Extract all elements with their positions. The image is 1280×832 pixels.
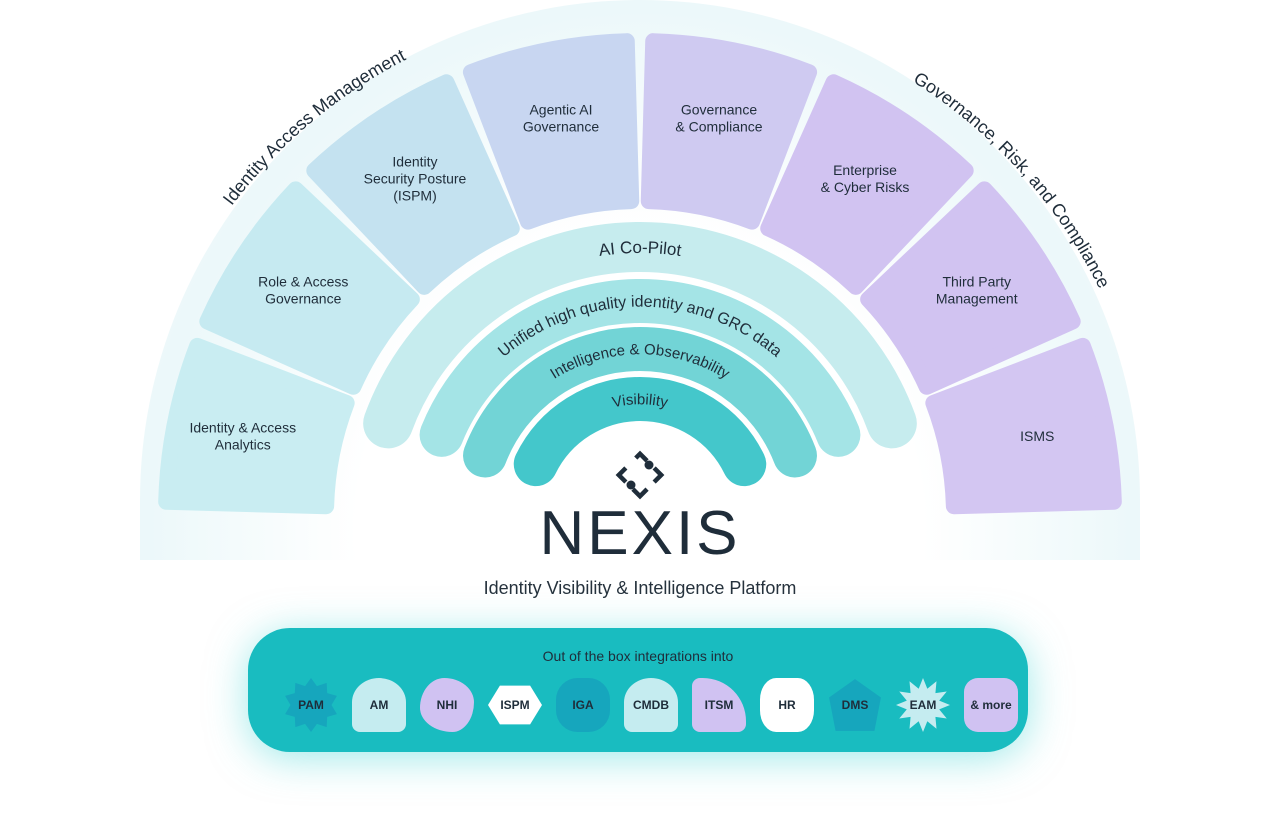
integration-label: ISPM [500,698,530,712]
band-shape [463,327,817,478]
tile-shape [925,337,1122,515]
tile-label: ISMS [1020,428,1054,444]
tile-label: Role & Access [258,273,348,289]
tile-label: Management [936,290,1018,306]
integration-iga: IGA [556,678,610,732]
tile-shape [306,74,520,295]
integration-dms: DMS [829,679,881,731]
nexis-logo-icon [615,450,665,500]
tile-label: Analytics [215,436,271,452]
band-label: AI Co-Pilot [598,238,683,260]
integration-label: IGA [572,698,594,712]
integrations-panel: Out of the box integrations into PAM AM NH… [248,628,1028,752]
integration-hr: HR [760,678,814,732]
integration-ispm: ISPM [488,685,542,725]
platform-layer-band: Visibility [513,377,767,487]
tile-shape [199,181,420,395]
integration-cmdb: CMDB [624,678,678,732]
integration-am: AM [352,678,406,732]
capability-tile: ISMS [925,337,1122,515]
integration-itsm: ITSM [692,678,746,732]
integration-label: DMS [841,698,869,712]
integration-label: AM [369,698,389,712]
tile-shape [860,181,1081,395]
integration-more: & more [964,678,1018,732]
platform-layer-band: Intelligence & Observability [463,327,817,478]
tile-label: Identity & Access [189,419,296,435]
tile-shape [462,33,640,230]
tile-label: & Cyber Risks [821,179,910,195]
tile-shape [760,74,974,295]
band-shape [363,222,917,449]
tile-label: Governance [681,101,757,117]
brand-name: NEXIS [539,499,741,568]
tile-label: Agentic AI [529,101,592,117]
integration-label: NHI [436,698,458,712]
tile-label: Identity [392,153,437,169]
tile-label: & Compliance [675,118,762,134]
capability-tile: Governance& Compliance [640,33,818,230]
tile-label: Governance [523,118,599,134]
integration-label: & more [970,698,1012,712]
tile-label: Enterprise [833,162,897,178]
platform-layer-band: AI Co-Pilot [363,222,917,449]
integrations-list: PAM AM NHI ISPM IGA CMDB ITSM HR DMS EAM & more [284,678,1018,732]
integration-nhi: NHI [420,678,474,732]
integration-pam: PAM [285,678,337,732]
band-shape [419,279,861,457]
tile-label: Third Party [943,273,1011,289]
tile-shape [158,337,355,515]
band-shape [513,377,767,487]
integration-label: PAM [298,698,324,712]
tile-shape [640,33,818,230]
integrations-title: Out of the box integrations into [542,648,734,664]
brand-subtitle: Identity Visibility & Intelligence Platf… [483,578,797,598]
tile-label: Governance [265,290,341,306]
integration-eam: EAM [896,678,950,732]
capability-tile: Enterprise& Cyber Risks [760,74,974,295]
tile-label: (ISPM) [393,187,437,203]
tile-label: Security Posture [364,170,467,186]
integration-label: ITSM [704,698,734,712]
integration-label: CMDB [633,698,669,712]
integration-label: HR [778,698,796,712]
integration-label: EAM [909,698,937,712]
